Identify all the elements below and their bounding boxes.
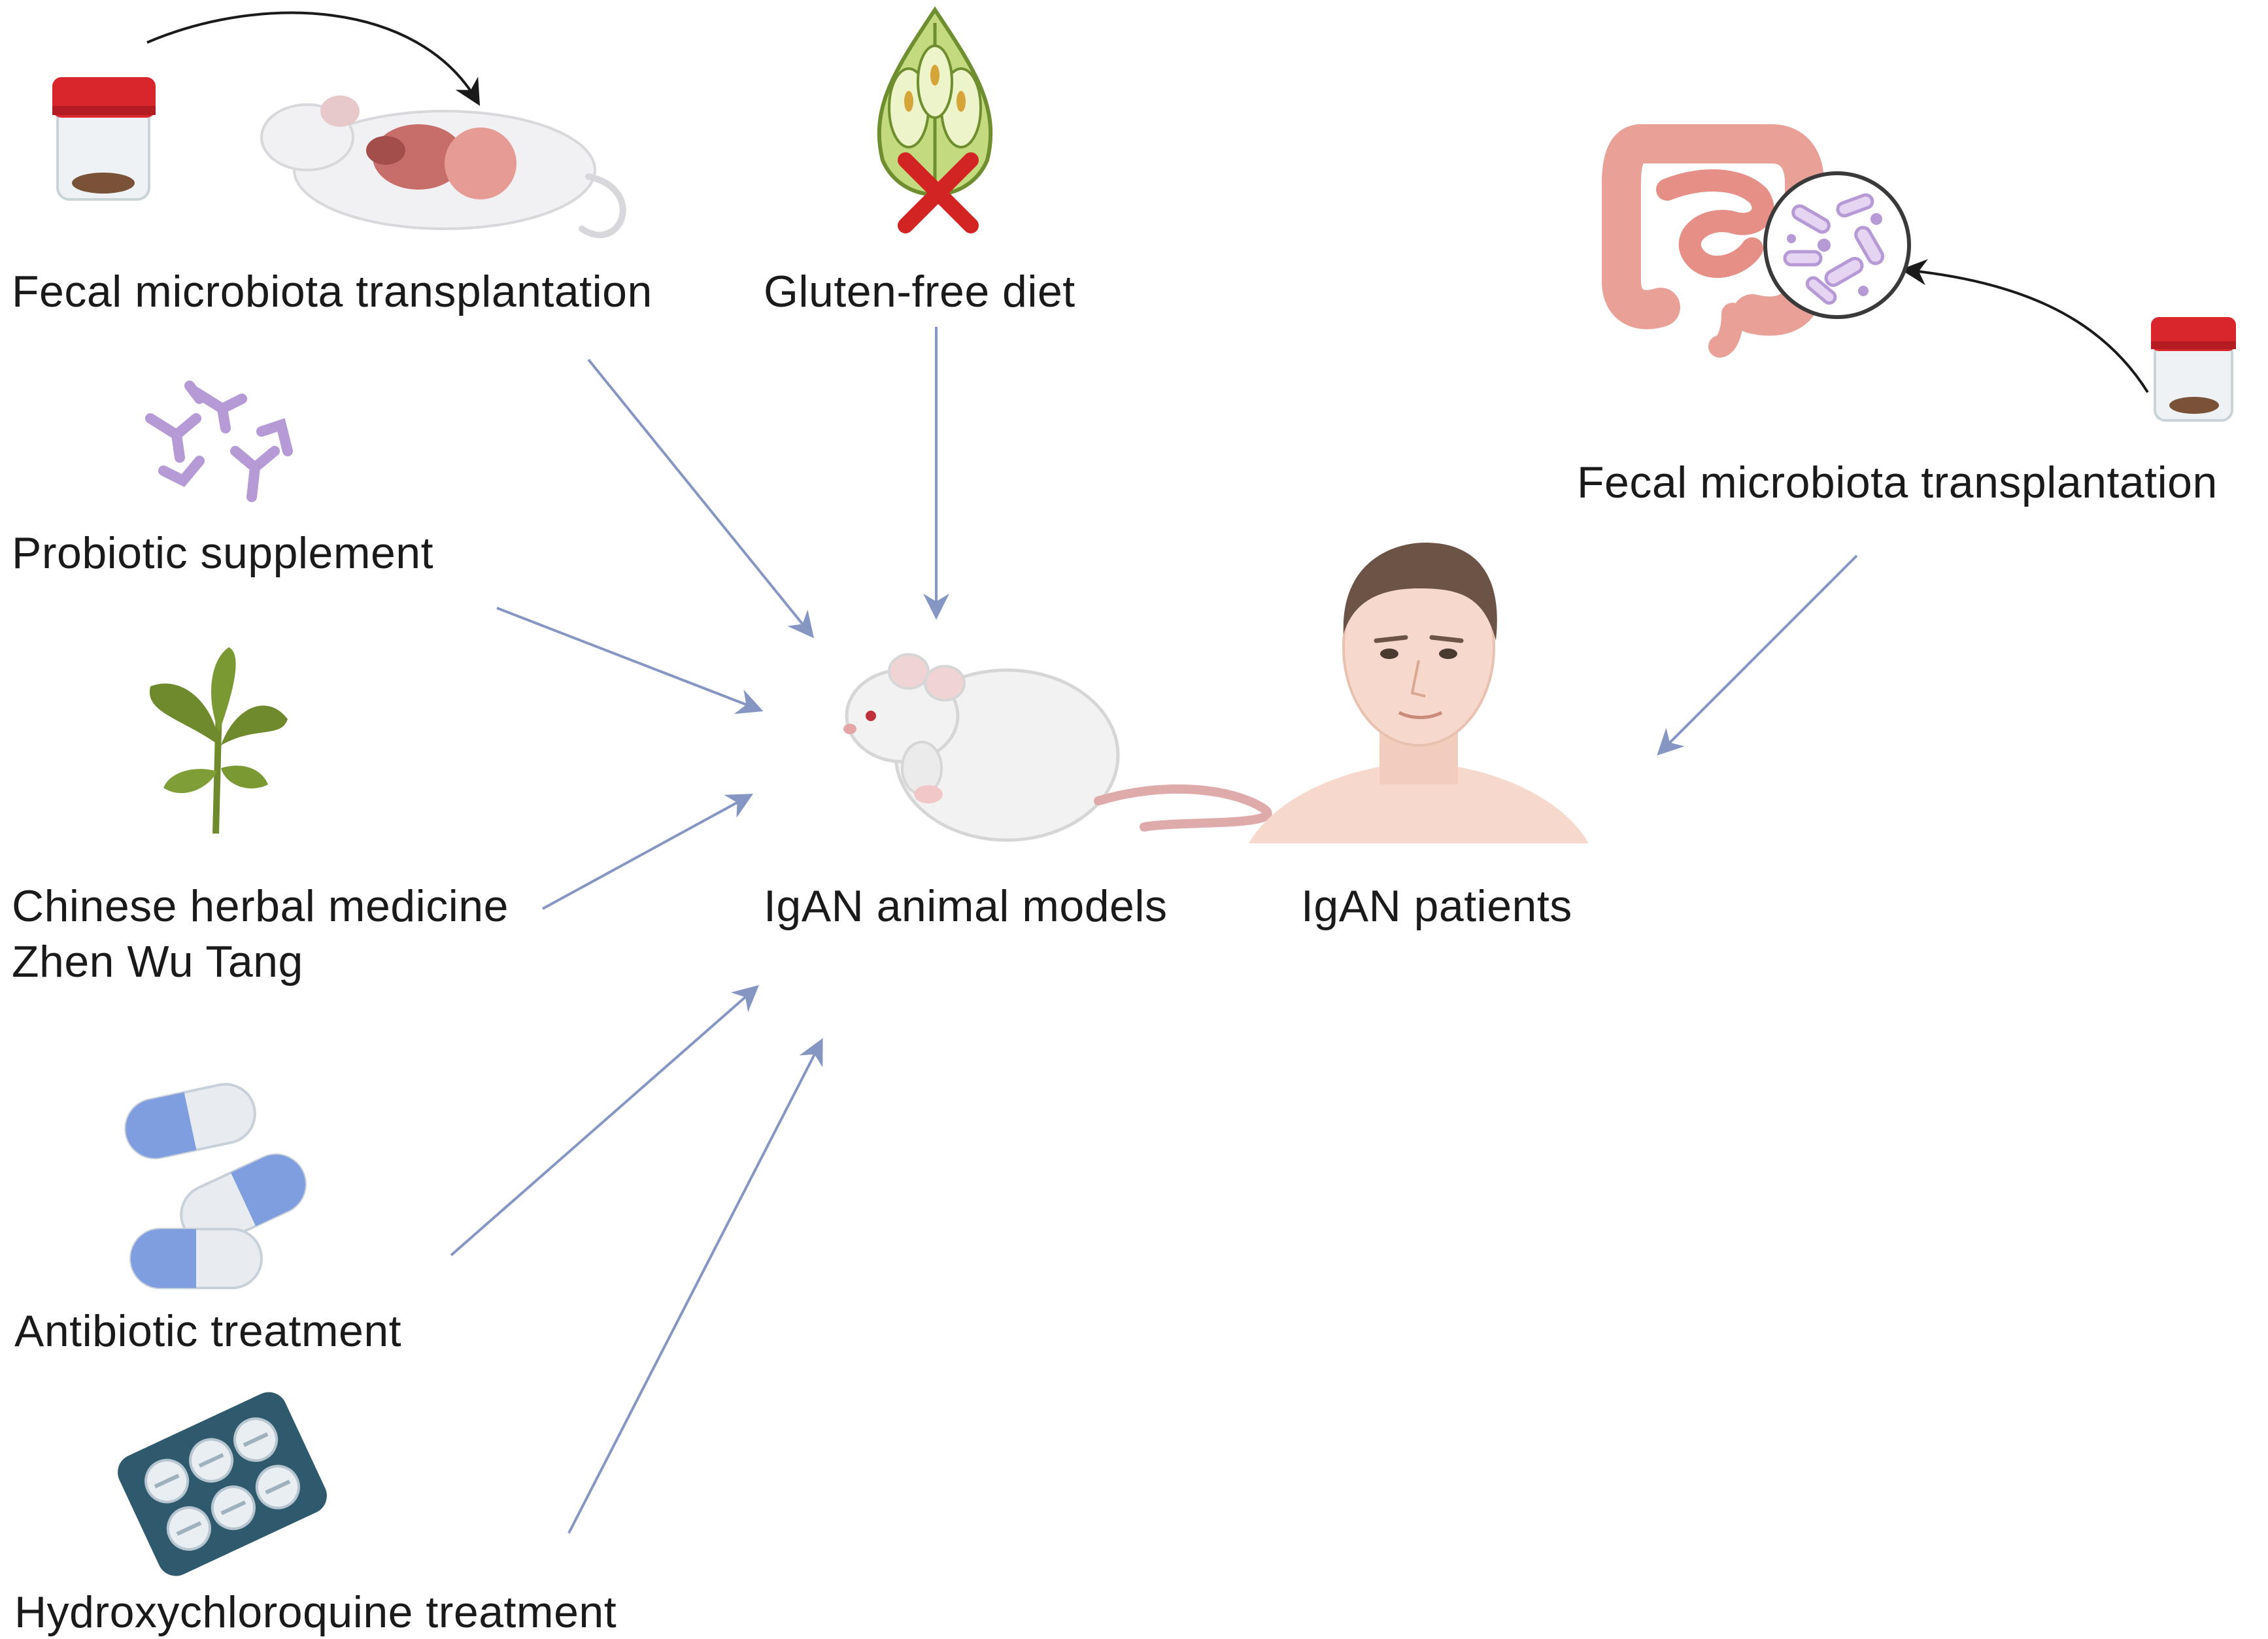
mouse-organs-icon [260,95,626,239]
capsules-icon [124,1083,307,1289]
pill-blister-icon [118,1392,327,1576]
arrow-hydroxychloroquine-to-animal [567,1038,823,1534]
label-gluten-free: Gluten-free diet [764,267,1075,316]
label-fmt-patients: Fecal microbiota transplantation [1577,458,2218,507]
label-animal-models: IgAN animal models [764,881,1168,931]
arrow-probiotic-to-animal [496,607,764,715]
probiotic-microbes-icon [145,380,293,502]
wheat-icon [877,6,993,206]
herb-leaf-icon [149,647,288,834]
arrow-fmt-to-animal [587,358,815,639]
label-hydroxychloroquine: Hydroxychloroquine treatment [14,1587,617,1637]
arrow-fmt-to-patients [1657,554,1858,756]
rat-icon [843,653,1272,842]
label-patients: IgAN patients [1301,881,1572,931]
human-head-icon [1249,543,1589,843]
label-probiotic: Probiotic supplement [12,528,434,578]
stool-jar-icon [2151,317,2236,422]
stool-jar-icon [52,77,156,201]
microbe-magnifier-icon [1763,171,1911,319]
curved-arrow-jar-to-mouse [146,11,481,106]
label-antibiotic: Antibiotic treatment [14,1306,402,1356]
no-cross-icon [898,152,979,233]
arrows [450,327,1858,1534]
arrow-herbal-to-animal [542,794,754,910]
arrow-antibiotic-to-animal [450,985,760,1257]
curved-arrows [146,11,2149,394]
label-fmt-animal: Fecal microbiota transplantation [12,267,652,316]
label-herbal-line1: Chinese herbal medicine [12,881,509,931]
curved-arrow-jar-to-gut [1901,259,2149,394]
label-herbal-line2: Zhen Wu Tang [12,937,303,987]
